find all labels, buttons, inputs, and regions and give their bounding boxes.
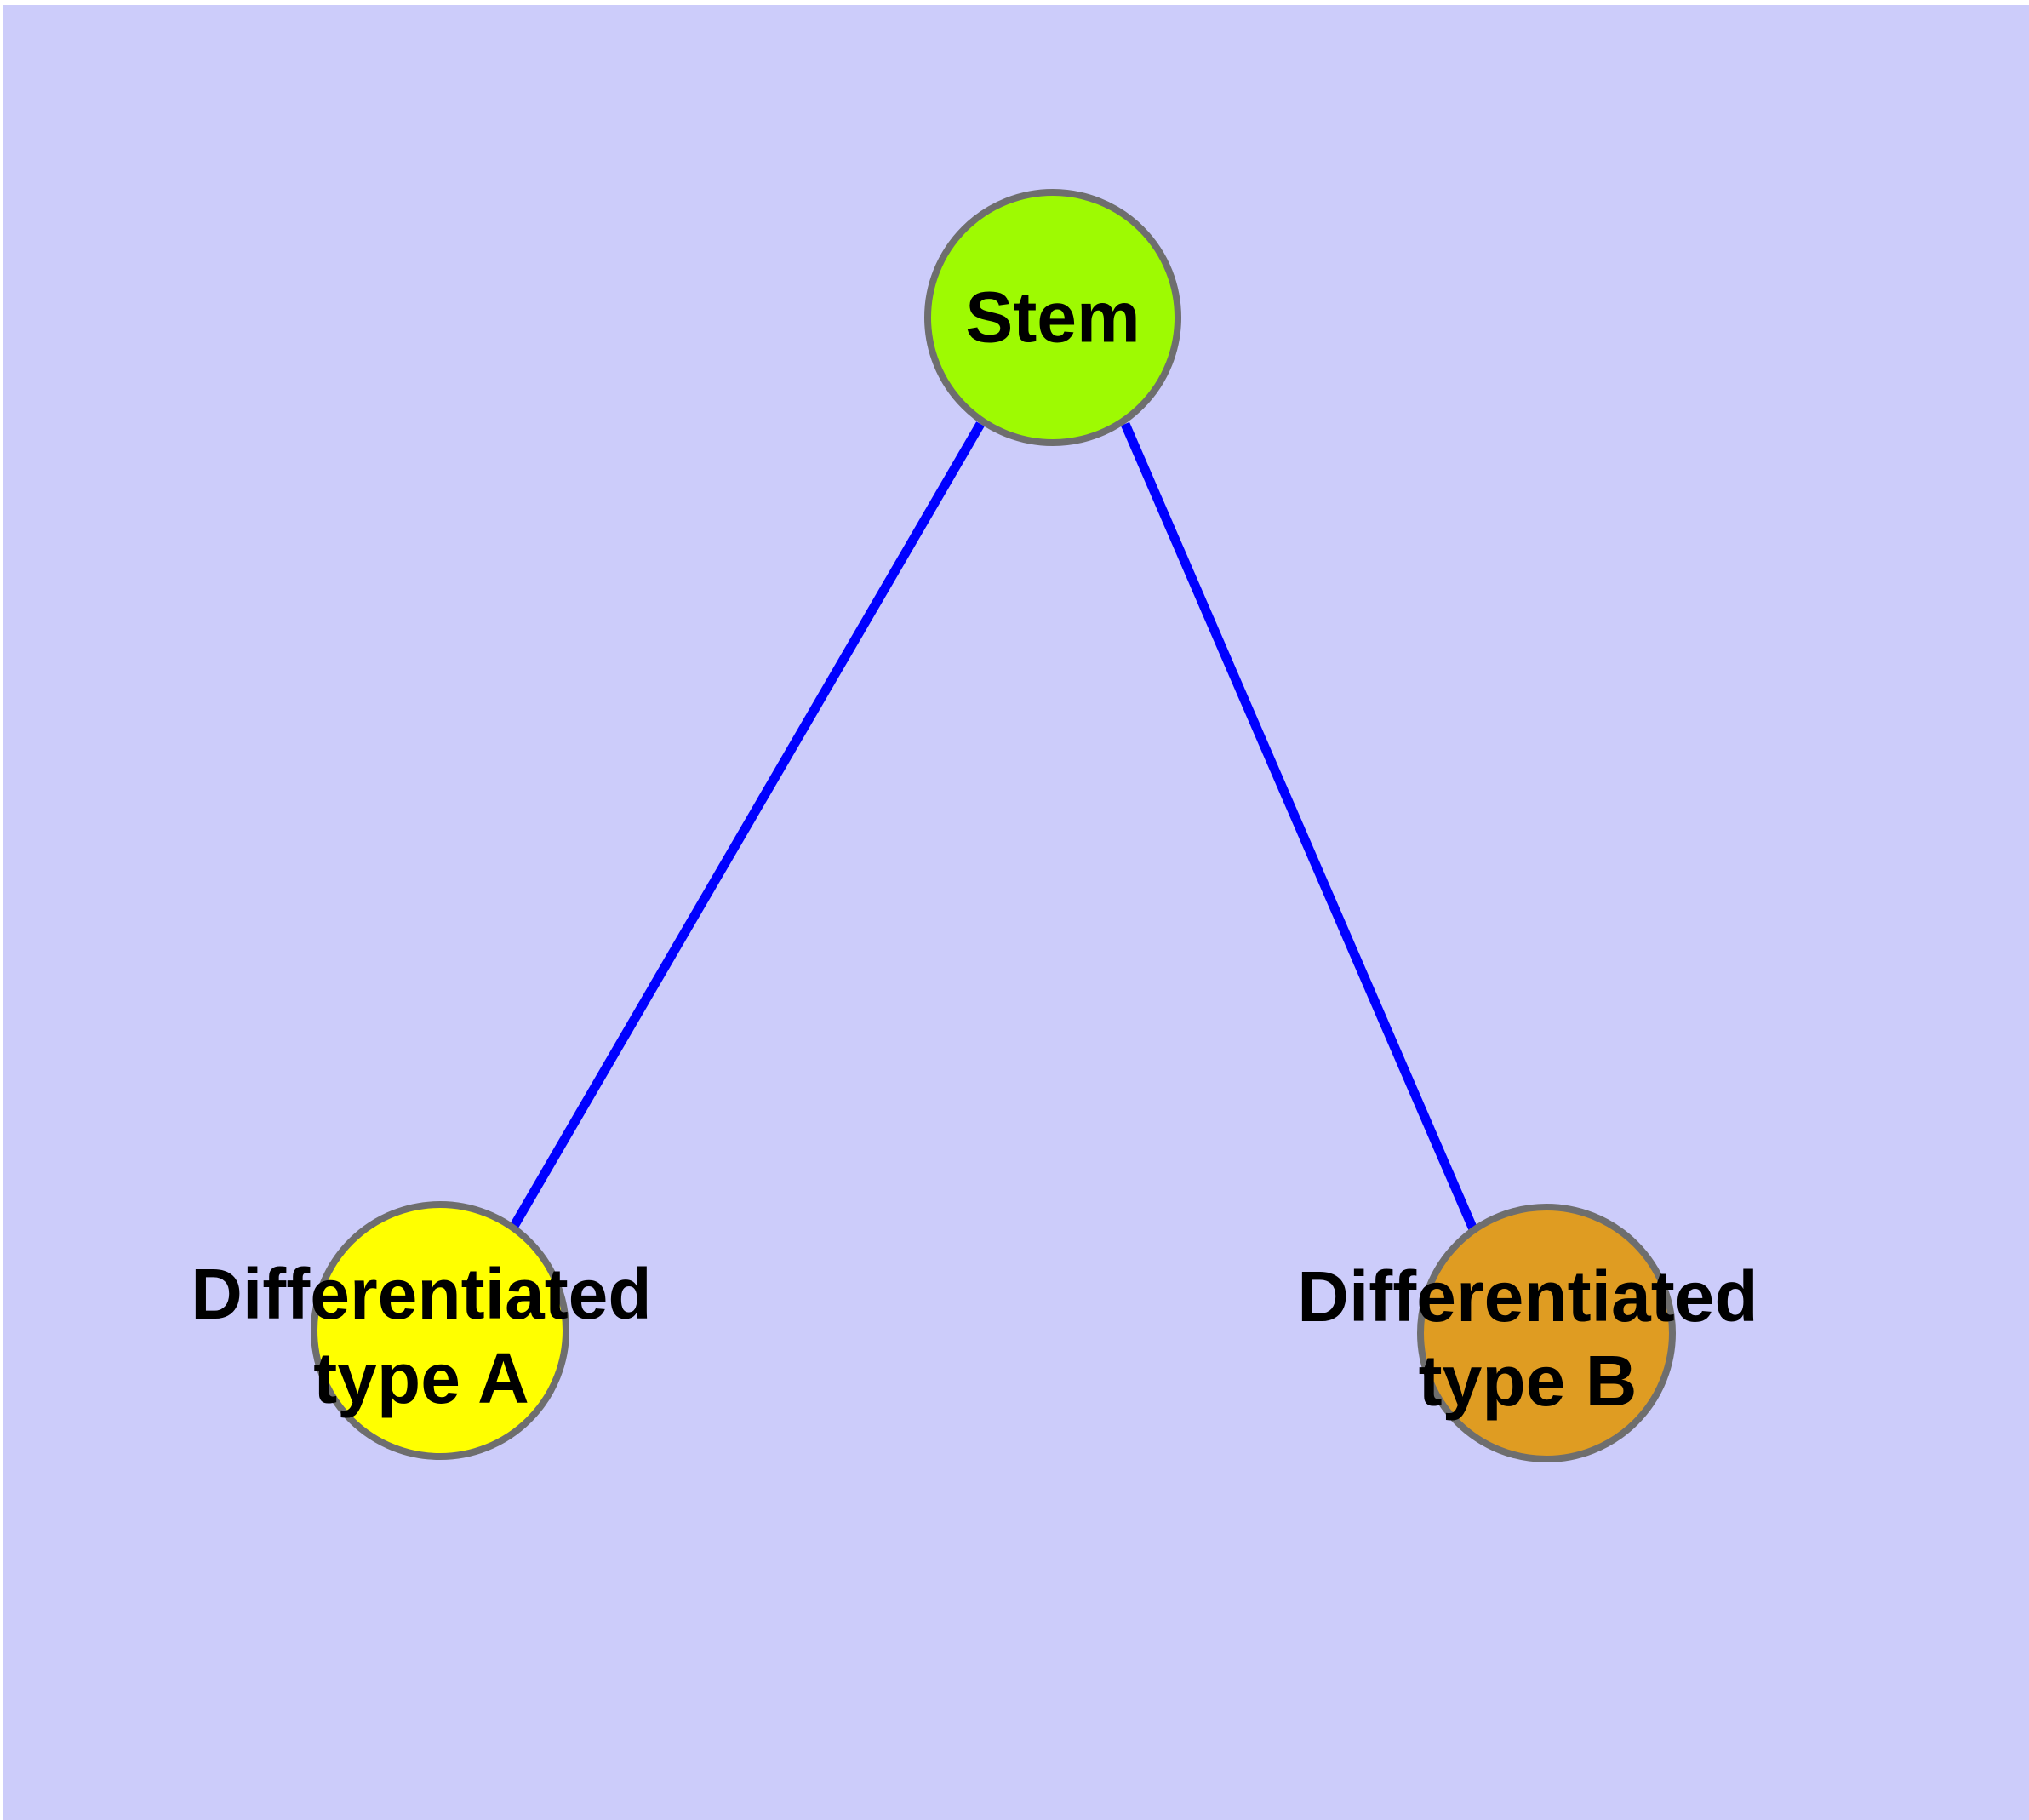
edge-stem-to-differentiated-type-a[interactable]: [509, 421, 985, 1230]
node-stem[interactable]: [924, 189, 1181, 446]
node-differentiated-type-a[interactable]: [311, 1201, 569, 1460]
node-differentiated-type-b[interactable]: [1417, 1204, 1676, 1462]
edge-stem-to-differentiated-type-b[interactable]: [1120, 421, 1478, 1232]
edge-layer: [509, 421, 1478, 1232]
node-layer: [311, 189, 1676, 1462]
